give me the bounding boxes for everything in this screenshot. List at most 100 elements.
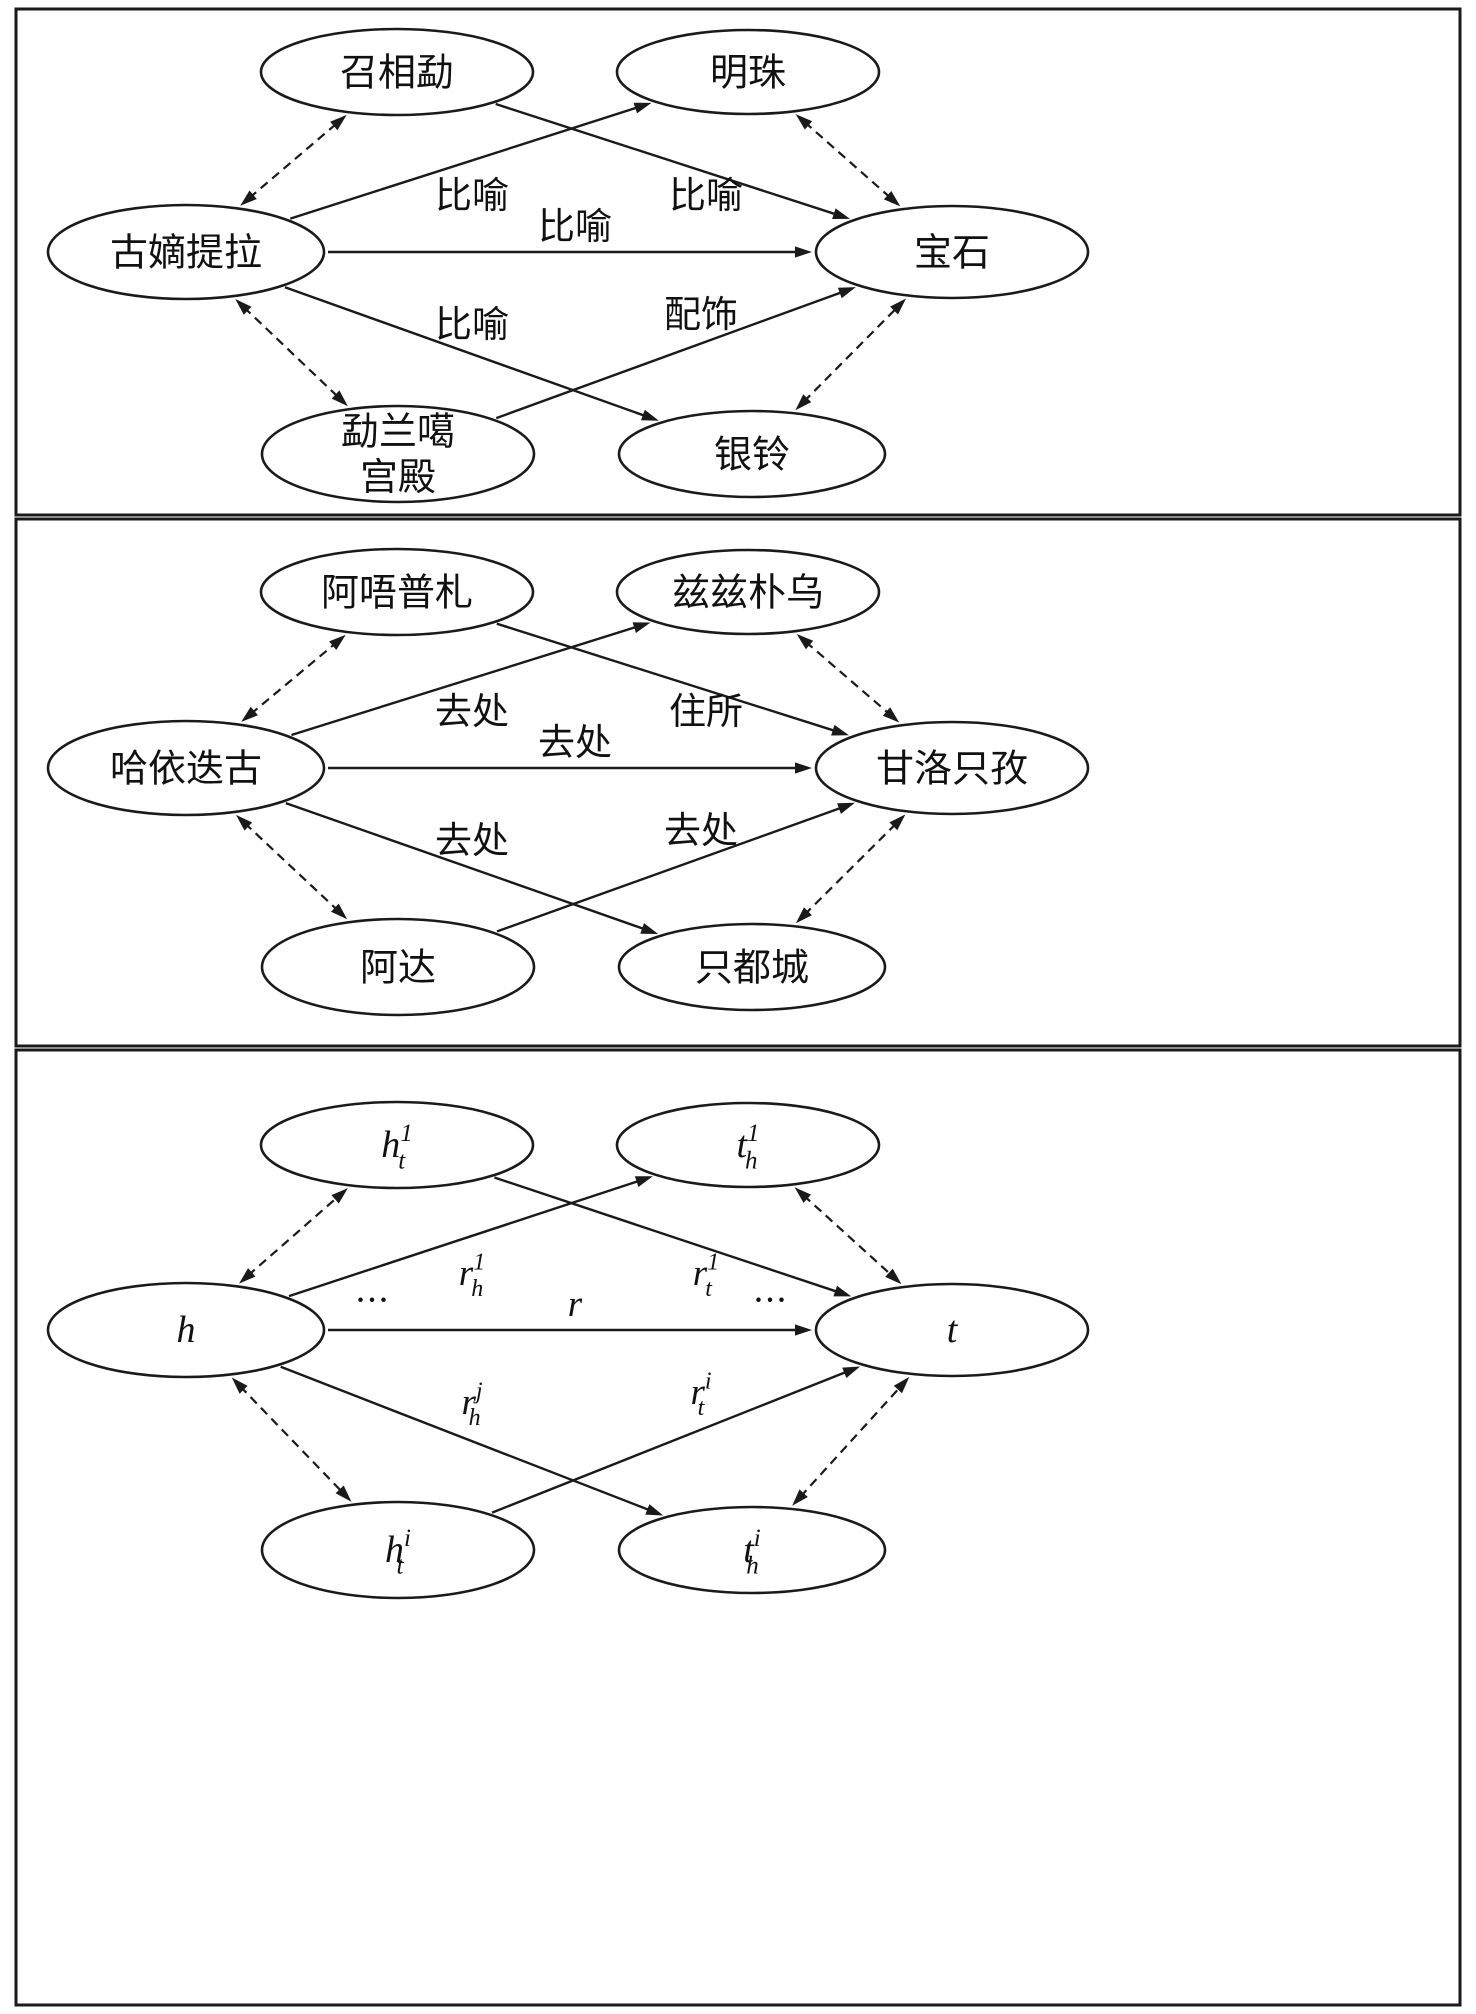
node-label-bottom_right: 银铃 <box>714 434 790 476</box>
edge-label-center: 去处 <box>538 723 612 764</box>
arrowhead <box>890 298 906 315</box>
node-ellipse-top_right <box>615 1101 881 1189</box>
arrowhead <box>837 802 855 814</box>
ellipsis-left: ... <box>356 1268 391 1310</box>
node-ellipse-bottom_right <box>617 409 887 499</box>
node-label-top_left: 阿唔普札 <box>321 572 473 614</box>
edge-top_left-right-line <box>495 102 839 217</box>
dashed-edge-left-bottom_left-line <box>243 306 340 399</box>
edge-left-top_right-line <box>289 105 641 220</box>
node-ellipse-bottom_left <box>260 1500 536 1600</box>
node-ellipse-bottom_left <box>260 404 536 504</box>
dashed-edge-bottom_right-right <box>792 1376 910 1506</box>
node-label-right: 宝石 <box>914 232 990 274</box>
dashed-edge-bottom_right-right-line <box>799 1385 903 1498</box>
arrowhead <box>795 762 812 774</box>
dashed-edge-left-top_left <box>241 634 346 722</box>
node-label-top_right: 兹兹朴乌 <box>672 572 824 614</box>
arrowhead <box>329 634 346 650</box>
arrowhead <box>796 634 814 650</box>
arrowhead <box>795 246 812 258</box>
arrowhead <box>837 287 856 299</box>
ellipsis-right: ... <box>754 1268 789 1310</box>
dashed-edge-left-bottom_left <box>236 814 348 920</box>
dashed-edge-top_right-right <box>796 634 900 723</box>
panel-1: 召相勐明珠古嫡提拉宝石勐兰噶宫殿银铃比喻比喻比喻比喻配饰 <box>14 7 1462 517</box>
arrowhead <box>795 394 812 411</box>
edge-label-upper_right: 住所 <box>669 691 743 733</box>
dashed-edge-left-bottom_left-line <box>243 822 340 912</box>
edge-left-bottom_right <box>280 1365 664 1516</box>
node-label-left: 哈依迭古 <box>110 748 262 790</box>
edge-left-top_right-line <box>291 624 640 737</box>
edge-bottom_left-right-line <box>491 1369 850 1514</box>
edge-label-lower_left: 比喻 <box>435 304 509 346</box>
arrowhead <box>331 1188 348 1204</box>
node-ellipse-top_right <box>615 28 881 116</box>
edge-top_left-right <box>496 622 849 736</box>
edge-label-lower_right: 去处 <box>664 811 738 852</box>
node-ellipse-right <box>814 720 1090 816</box>
node-label-right: t <box>947 1309 959 1351</box>
edge-top_left-right-line <box>496 622 838 733</box>
dashed-edge-top_right-right <box>794 1187 902 1285</box>
node-label-left: 古嫡提拉 <box>110 232 262 274</box>
arrowhead <box>882 707 900 723</box>
dashed-edge-top_right-right-line <box>803 121 893 200</box>
edge-left-bottom_right <box>285 801 659 934</box>
arrowhead <box>640 923 659 934</box>
arrowhead <box>831 724 849 736</box>
node-label-bottom_left: 勐兰噶宫殿 <box>341 412 455 500</box>
node-ellipse-right <box>814 1282 1090 1378</box>
edge-top_left-right <box>495 102 850 219</box>
edge-label-center: 比喻 <box>538 206 612 248</box>
arrowhead <box>236 814 253 831</box>
arrowhead <box>795 114 813 130</box>
edge-left-bottom_right <box>284 286 659 421</box>
arrowhead <box>795 1324 812 1336</box>
dashed-edge-bottom_right-right <box>795 298 906 411</box>
arrowhead <box>795 907 812 924</box>
arrowhead <box>331 390 348 407</box>
edge-left-right <box>328 762 812 774</box>
arrowhead <box>889 814 906 831</box>
edge-top_left-right <box>494 1176 852 1297</box>
dashed-edge-bottom_right-right-line <box>803 822 898 916</box>
edge-left-right <box>328 246 812 258</box>
edge-left-top_right <box>288 1176 653 1298</box>
node-ellipse-bottom_left <box>260 917 536 1017</box>
arrowhead <box>231 1377 248 1394</box>
node-label-bottom_right: 只都城 <box>695 947 809 989</box>
edge-top_left-right-line <box>494 1176 841 1294</box>
arrowhead <box>883 191 901 207</box>
node-ellipse-top_left <box>259 547 535 637</box>
node-ellipse-left <box>46 719 326 817</box>
edge-bottom_left-right <box>495 287 856 420</box>
edge-label-lower_right: 配饰 <box>664 295 738 336</box>
node-ellipse-top_left <box>259 27 535 117</box>
node-ellipse-right <box>814 204 1090 300</box>
dashed-edge-left-bottom_left-line <box>239 1385 344 1494</box>
arrowhead <box>792 1489 808 1506</box>
arrowhead <box>634 1176 653 1187</box>
edge-label-center: r <box>568 1284 583 1325</box>
arrowhead <box>885 1268 902 1285</box>
node-ellipse-left <box>46 1281 326 1379</box>
arrowhead <box>794 1187 811 1203</box>
edge-bottom_left-right-line <box>495 290 845 420</box>
edge-left-bottom_right-line <box>284 286 649 418</box>
node-ellipse-bottom_right <box>617 1505 887 1595</box>
arrowhead <box>241 706 258 722</box>
node-label-left: h <box>177 1309 196 1351</box>
dashed-edge-left-top_left <box>240 114 347 206</box>
edge-bottom_left-right <box>496 802 855 933</box>
dashed-edge-top_right-right-line <box>804 640 891 716</box>
arrowhead <box>239 1268 256 1284</box>
